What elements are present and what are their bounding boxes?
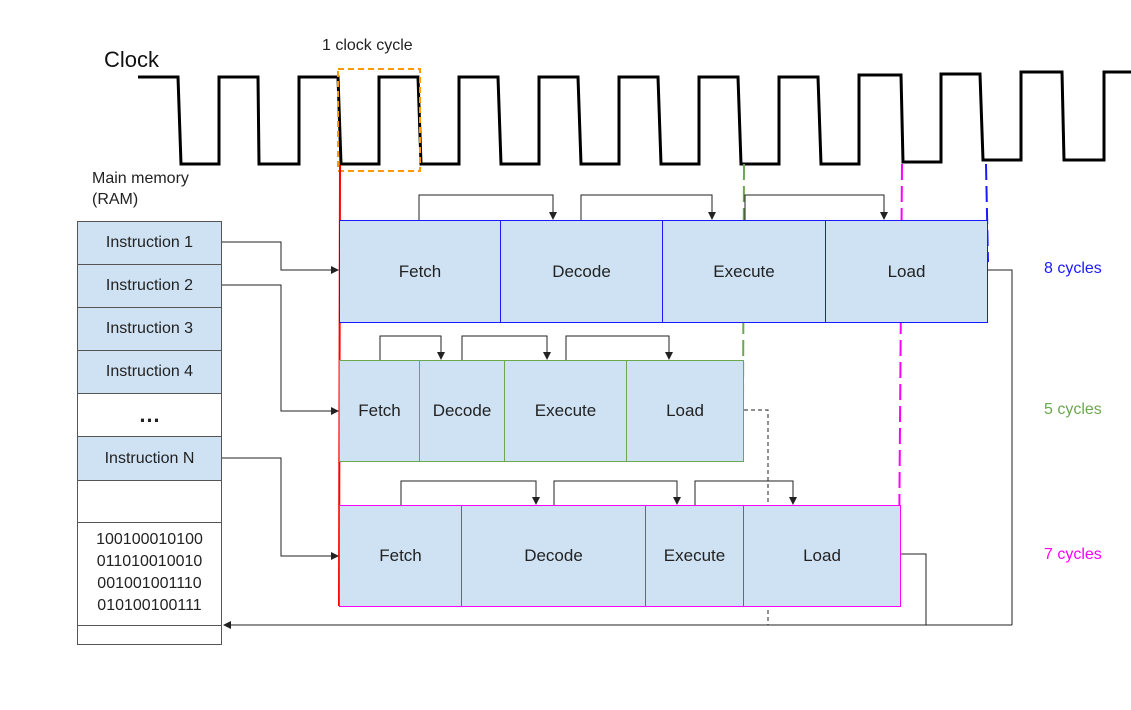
memory-cell-bottom <box>77 625 222 645</box>
clock-waveform <box>138 70 1131 166</box>
stage-label: Execute <box>713 261 775 281</box>
pipeline-2-stage-decode: Decode <box>420 361 505 461</box>
memory-cell-3: Instruction 3 <box>77 307 222 351</box>
stage-label: Fetch <box>398 261 442 281</box>
memory-cell-1: Instruction 1 <box>77 221 222 265</box>
stage-arrow <box>580 194 716 220</box>
pipeline-1-stage-load: Load <box>826 221 987 322</box>
memory-title: Main memory (RAM) <box>92 170 189 208</box>
arrow-instruction-1 <box>222 241 339 274</box>
memory-cell-n: Instruction N <box>77 436 222 481</box>
pipeline-1: Fetch Decode Execute Load <box>339 220 988 323</box>
pipeline-2-stage-load: Load <box>627 361 743 461</box>
pipeline-2-stage-execute: Execute <box>505 361 627 461</box>
pipeline-3-stage-fetch: Fetch <box>340 506 462 606</box>
pipeline-2-cycle-count: 5 cycles <box>1044 401 1102 418</box>
pipeline-1-stage-decode: Decode <box>501 221 663 322</box>
memory-cell-label: Instruction 4 <box>105 363 194 380</box>
memory-binary-cell: 100100010100 011010010010 001001001110 0… <box>77 522 222 626</box>
stage-arrow <box>379 335 445 360</box>
stage-arrow <box>461 335 551 360</box>
arrow-instruction-n <box>222 457 339 560</box>
stage-label: Execute <box>663 546 726 565</box>
pipeline-3-cycle-count: 7 cycles <box>1044 546 1102 563</box>
memory-cell-4: Instruction 4 <box>77 350 222 394</box>
stage-label: Fetch <box>358 401 401 420</box>
clock-label: Clock <box>104 47 160 72</box>
binary-line: 010100100111 <box>97 597 202 614</box>
binary-line: 100100010100 <box>96 531 203 548</box>
return-line-pipeline-1 <box>987 269 1013 625</box>
memory-cell-2: Instruction 2 <box>77 264 222 308</box>
memory-cell-label: Instruction 1 <box>105 234 194 251</box>
stage-label: Decode <box>524 546 583 565</box>
stage-arrow <box>400 480 540 505</box>
pipeline-1-stage-fetch: Fetch <box>340 221 501 322</box>
stage-arrow <box>694 480 797 505</box>
stage-label: Decode <box>432 401 492 420</box>
stage-arrow <box>565 335 673 360</box>
memory-cell-label: … <box>138 402 161 427</box>
memory-cell-empty <box>77 480 222 523</box>
return-line-pipeline-3 <box>900 553 927 625</box>
pipeline-1-stage-execute: Execute <box>663 221 826 322</box>
pipeline-3: Fetch Decode Execute Load <box>339 505 901 607</box>
binary-line: 001001001110 <box>97 575 202 592</box>
stage-label: Execute <box>534 401 597 420</box>
pipeline-1-cycle-count: 8 cycles <box>1044 260 1102 277</box>
pipeline-3-stage-load: Load <box>744 506 900 606</box>
stage-arrow <box>744 194 888 220</box>
stage-label: Load <box>887 261 926 281</box>
binary-line: 011010010010 <box>96 553 203 570</box>
stage-label: Decode <box>552 261 611 281</box>
stage-arrow <box>553 480 681 505</box>
memory-cell-label: Instruction 3 <box>105 320 194 337</box>
memory-cell-label: Instruction N <box>104 449 195 467</box>
stage-label: Load <box>666 401 704 420</box>
memory-cell-ellipsis: … <box>77 393 222 437</box>
memory-cell-label: Instruction 2 <box>105 277 194 294</box>
pipeline-3-stage-execute: Execute <box>646 506 744 606</box>
pipeline-3-stage-decode: Decode <box>462 506 646 606</box>
clock-cycle-label: 1 clock cycle <box>322 37 413 54</box>
stage-arrow <box>418 194 557 220</box>
pipeline-2-stage-fetch: Fetch <box>340 361 420 461</box>
pipeline-2: Fetch Decode Execute Load <box>339 360 744 462</box>
clock-cycle-highlight <box>337 68 421 172</box>
stage-label: Load <box>803 546 841 565</box>
arrow-instruction-2 <box>222 284 339 415</box>
stage-label: Fetch <box>379 546 422 565</box>
